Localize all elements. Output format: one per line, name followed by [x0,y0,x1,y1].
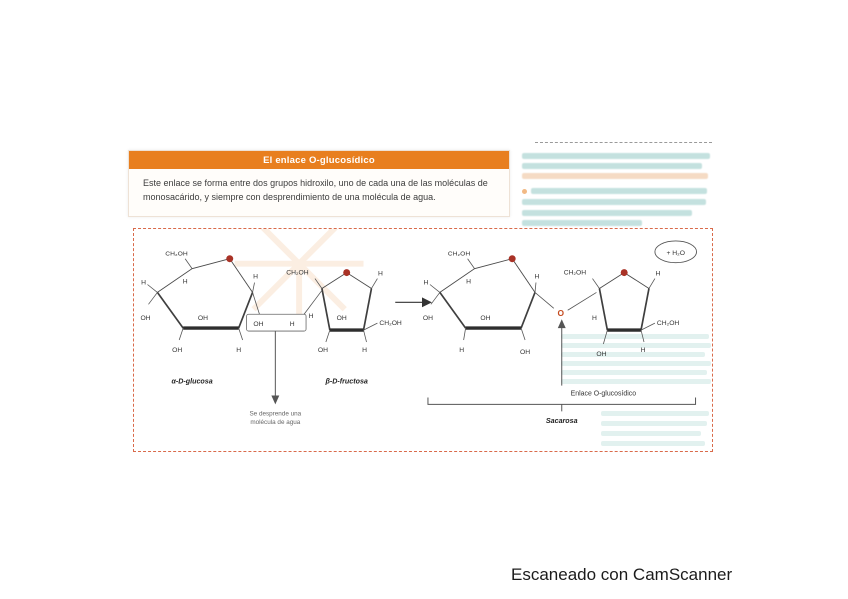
oh-label: OH [337,315,347,322]
intro-paragraph: Este enlace se forma entre dos grupos hi… [143,178,488,202]
sucrose-fructose-ring: CH₂OH H CH₂OH H OH H [564,269,680,358]
h-label: H [466,279,471,286]
oh-label: OH [318,347,328,354]
h-label: H [378,271,383,278]
svg-text:O: O [557,308,564,318]
ring-oxygen-dot [343,269,351,277]
h-label: H [253,274,258,281]
svg-text:molécula de agua: molécula de agua [250,419,300,426]
oh-label: OH [520,349,530,356]
diagram-box: CH₂OH H H H OH OH OH H α-D-glucosa OH [133,228,713,452]
ring-oxygen-dot [508,255,516,263]
ring-oxygen-dot [620,269,628,277]
oh-label: OH [480,315,490,322]
glycosidic-oxygen: O [534,292,597,318]
water-release-note: Se desprende una molécula de agua [249,410,301,426]
h-label: H [236,347,241,354]
h-label: H [535,274,540,281]
sucrose-bracket [427,397,697,412]
dashed-separator [535,142,712,143]
glycosidic-bond-arrow [557,319,566,386]
ch2oh-label: CH₂OH [379,320,402,327]
sucrose-label: Sacarosa [546,417,578,425]
h-label: H [141,280,146,287]
ch2oh-label: CH₂OH [657,320,680,327]
ring-oxygen-dot [226,255,234,263]
water-forming-box: OH H [246,313,307,332]
svg-text:Se desprende una: Se desprende una [249,410,301,417]
oh-label: OH [172,347,182,354]
reaction-arrow [395,297,432,308]
h-label: H [290,321,295,328]
reaction-diagram: CH₂OH H H H OH OH OH H α-D-glucosa OH [140,229,697,426]
h-label: H [641,347,646,354]
ch2oh-label: CH₂OH [564,270,587,277]
h-label: H [309,313,314,320]
oh-label: OH [140,315,150,322]
h-label: H [183,279,188,286]
h-label: H [424,280,429,287]
camscanner-watermark: Escaneado con CamScanner [511,565,733,584]
oh-label: OH [423,315,433,322]
section-header: El enlace O-glucosídico [129,151,509,169]
section-title: El enlace O-glucosídico [263,155,375,166]
svg-text:+ H₂O: + H₂O [666,250,684,257]
sucrose-glucose-ring: CH₂OH H H H OH OH H OH [423,251,540,356]
h-label: H [459,347,464,354]
alpha-glucose-ring: CH₂OH H H H OH OH OH H α-D-glucosa [140,251,260,386]
glycosidic-bond-label: Enlace O-glucosídico [571,391,637,398]
section-card: El enlace O-glucosídico Este enlace se f… [128,150,510,217]
beta-fructose-ring: CH₂OH H CH₂OH H OH H OH β-D-fructosa [286,269,402,386]
ch2oh-label: CH₂OH [448,251,471,258]
oh-label: OH [253,321,263,328]
water-product-badge: + H₂O [654,240,697,264]
oh-label: OH [198,315,208,322]
glucose-name: α-D-glucosa [171,378,212,386]
h-label: H [655,271,660,278]
water-release-arrow [271,331,280,405]
h-label: H [362,347,367,354]
oh-label: OH [596,351,606,358]
ch2oh-label: CH₂OH [286,270,309,277]
ch2oh-label: CH₂OH [165,251,188,258]
h-label: H [592,315,597,322]
fructose-name: β-D-fructosa [324,378,367,386]
